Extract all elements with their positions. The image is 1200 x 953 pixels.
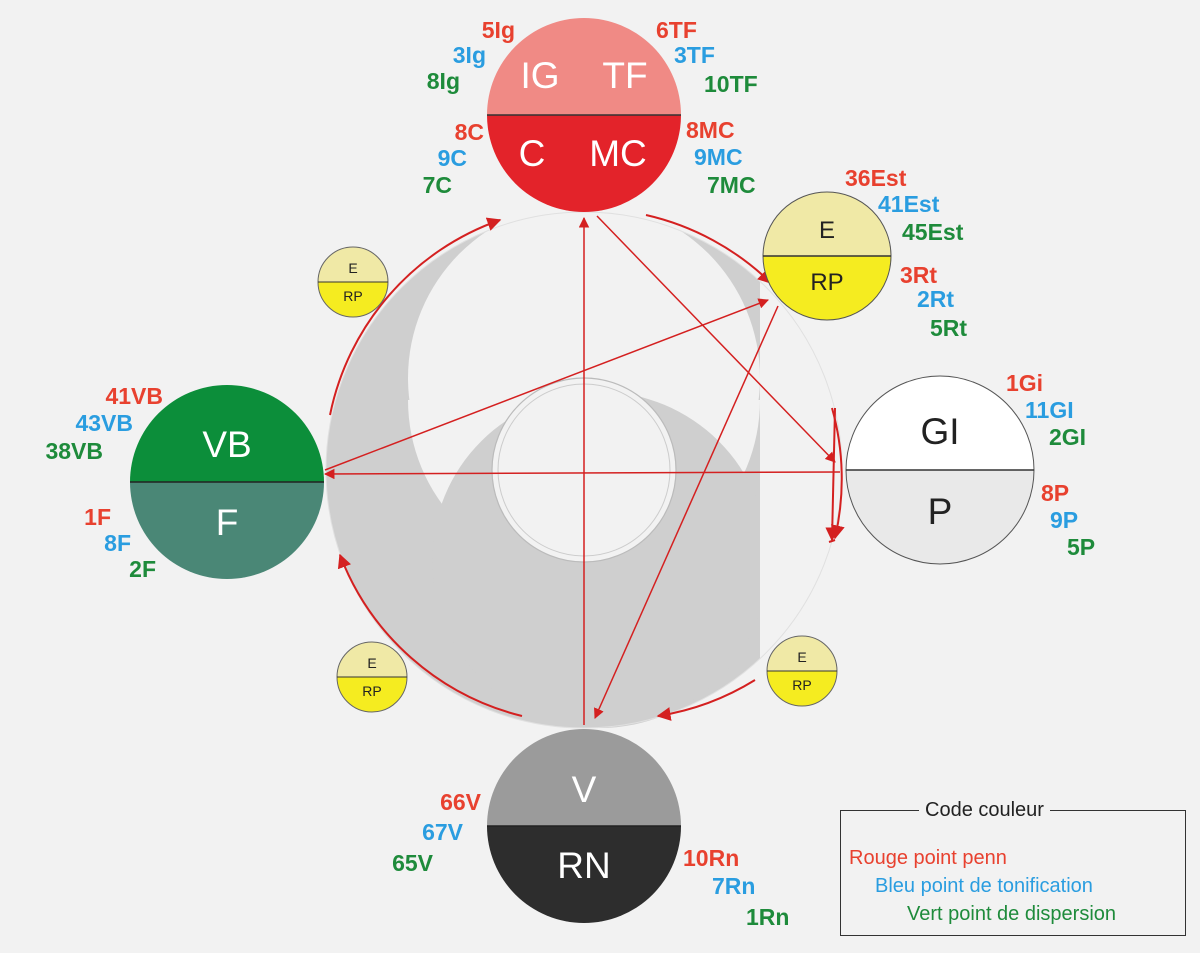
legend-red-entry: Rouge point penn (849, 847, 1007, 869)
point-label: 5Ig (482, 17, 515, 43)
point-label: 8MC (686, 117, 735, 143)
point-label: 11GI (1025, 397, 1074, 423)
point-label: 1Rn (746, 904, 789, 930)
point-label: 2Rt (917, 286, 954, 312)
e-label: E (819, 217, 835, 244)
point-label: 6TF (656, 17, 697, 43)
f-label: F (216, 502, 239, 543)
legend-title: Code couleur (919, 799, 1050, 822)
sheng-cycle-arrows (329, 214, 845, 721)
point-label: 7Rn (712, 873, 755, 899)
point-label: 2F (129, 556, 156, 582)
point-label: 1Gi (1006, 370, 1043, 396)
point-label: 3Rt (900, 262, 937, 288)
central-cycle (325, 202, 849, 730)
point-label: 8P (1041, 480, 1069, 506)
metal-element: GI P 1Gi 11GI 2GI 8P 9P 5P (845, 370, 1095, 565)
small-e-label: E (797, 649, 806, 665)
arrow-fire-to-earth (645, 214, 773, 284)
ig-label: IG (520, 55, 559, 96)
rn-label: RN (557, 845, 610, 886)
arrow-wood-to-earth (324, 298, 769, 471)
point-label: 38VB (45, 438, 103, 464)
arrow-metal-to-water (656, 679, 756, 721)
point-label: 65V (392, 850, 434, 876)
small-rp-label: RP (792, 677, 811, 693)
small-rp-label: RP (343, 288, 362, 304)
fire-element: IG TF C MC 5Ig 3Ig 8Ig 6TF 3TF 10TF 8C 9… (423, 17, 758, 212)
c-label: C (519, 133, 546, 174)
point-label: 1F (84, 504, 111, 530)
point-label: 9MC (694, 144, 743, 170)
legend-green-entry: Vert point de dispersion (907, 903, 1117, 925)
point-label: 66V (440, 789, 482, 815)
water-element: V RN 66V 67V 65V 10Rn 7Rn 1Rn (392, 729, 789, 930)
point-label: 45Est (902, 219, 964, 245)
arrow-earth-to-water (594, 305, 779, 719)
v-label: V (572, 769, 597, 810)
point-label: 3Ig (453, 42, 486, 68)
small-e-label: E (348, 260, 357, 276)
point-label: 36Est (845, 165, 907, 191)
p-label: P (928, 491, 953, 532)
point-label: 41VB (105, 383, 163, 409)
point-label: 9P (1050, 507, 1078, 533)
point-label: 7MC (707, 172, 756, 198)
point-label: 5P (1067, 534, 1095, 560)
wood-element: VB F 41VB 43VB 38VB 1F 8F 2F (45, 383, 324, 582)
point-label: 8C (455, 119, 484, 145)
point-label: 41Est (878, 191, 940, 217)
point-label: 7C (423, 172, 452, 198)
color-code-legend: Code couleur Rouge point penn Bleu point… (840, 799, 1186, 936)
rp-label: RP (810, 269, 843, 296)
vb-label: VB (202, 424, 251, 465)
small-earth-circle: E RP (336, 641, 408, 713)
arrow-metal-to-wood (323, 468, 841, 480)
legend-blue-entry: Bleu point de tonification (875, 875, 1093, 897)
point-label: 43VB (75, 410, 133, 436)
gi-label: GI (920, 411, 959, 452)
tf-label: TF (602, 55, 647, 96)
small-earth-circle: E RP (317, 246, 389, 318)
point-label: 5Rt (930, 315, 967, 341)
small-earth-circle: E RP (766, 635, 838, 707)
point-label: 3TF (674, 42, 715, 68)
point-label: 9C (438, 145, 467, 171)
point-label: 67V (422, 819, 464, 845)
point-label: 10Rn (683, 845, 739, 871)
arrow-water-to-wood (337, 553, 523, 717)
mc-label: MC (589, 133, 647, 174)
point-label: 10TF (704, 71, 758, 97)
arrow-fire-to-metal (596, 215, 836, 463)
point-label: 8Ig (427, 68, 460, 94)
arrow-wood-to-fire (329, 217, 502, 416)
point-label: 8F (104, 530, 131, 556)
small-rp-label: RP (362, 683, 381, 699)
small-e-label: E (367, 655, 376, 671)
point-label: 2GI (1049, 424, 1086, 450)
ko-cycle-arrows (323, 215, 841, 725)
